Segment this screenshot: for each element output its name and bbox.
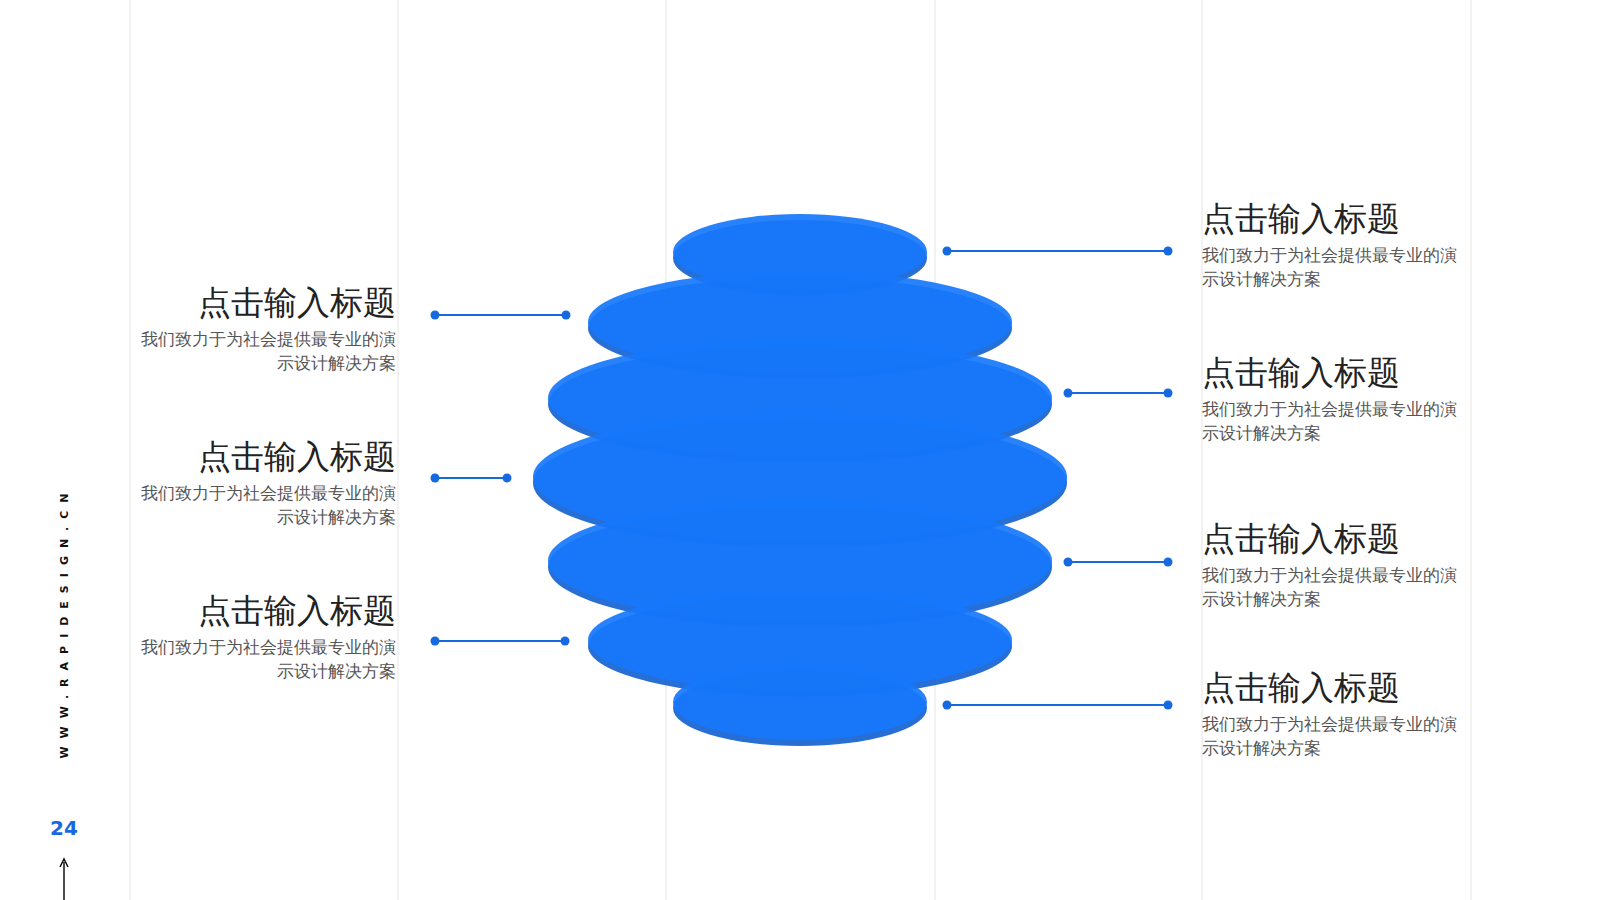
callout-text: 我们致力于为社会提供最专业的演示设计解决方案 — [1202, 563, 1464, 611]
callout-title: 点击输入标题 — [1202, 199, 1400, 239]
callout-title: 点击输入标题 — [1202, 668, 1400, 708]
leader-line — [1064, 558, 1173, 567]
callout-title: 点击输入标题 — [198, 283, 396, 323]
leader-dot — [561, 637, 570, 646]
callout-text: 我们致力于为社会提供最专业的演示设计解决方案 — [1202, 243, 1464, 291]
leader-stroke — [947, 250, 1168, 252]
page-arrow — [60, 859, 68, 900]
leader-dot — [1064, 558, 1073, 567]
callout-text: 我们致力于为社会提供最专业的演示设计解决方案 — [1202, 397, 1464, 445]
callout-text: 我们致力于为社会提供最专业的演示设计解决方案 — [134, 327, 396, 375]
leader-line — [431, 474, 512, 483]
leader-stroke — [435, 314, 566, 316]
leader-dot — [503, 474, 512, 483]
leader-line — [943, 701, 1173, 710]
leader-line — [431, 637, 570, 646]
leader-stroke — [435, 477, 507, 479]
leader-stroke — [1068, 561, 1168, 563]
callout-text: 我们致力于为社会提供最专业的演示设计解决方案 — [134, 481, 396, 529]
callout-text: 我们致力于为社会提供最专业的演示设计解决方案 — [1202, 712, 1464, 760]
callout-title: 点击输入标题 — [1202, 519, 1400, 559]
leader-dot — [1164, 247, 1173, 256]
leader-dot — [1064, 389, 1073, 398]
page-number: 24 — [50, 816, 78, 840]
leader-dot — [943, 247, 952, 256]
leader-lines — [431, 247, 1173, 710]
disc — [673, 664, 927, 746]
disc-face — [673, 664, 927, 740]
callout-title: 点击输入标题 — [1202, 353, 1400, 393]
leader-stroke — [947, 704, 1168, 706]
leader-line — [943, 247, 1173, 256]
callout-title: 点击输入标题 — [198, 591, 396, 631]
leader-dot — [1164, 558, 1173, 567]
leader-dot — [431, 637, 440, 646]
leader-dot — [562, 311, 571, 320]
leader-dot — [1164, 389, 1173, 398]
leader-line — [1064, 389, 1173, 398]
leader-stroke — [435, 640, 565, 642]
grid-lines — [130, 0, 1471, 900]
leader-dot — [1164, 701, 1173, 710]
leader-dot — [431, 311, 440, 320]
leader-dot — [943, 701, 952, 710]
leader-line — [431, 311, 571, 320]
callout-text: 我们致力于为社会提供最专业的演示设计解决方案 — [134, 635, 396, 683]
leader-stroke — [1068, 392, 1168, 394]
leader-dot — [431, 474, 440, 483]
disc-stack — [533, 214, 1067, 746]
website-url: WWW.RAPIDESIGN.CN — [58, 485, 71, 758]
callout-title: 点击输入标题 — [198, 437, 396, 477]
